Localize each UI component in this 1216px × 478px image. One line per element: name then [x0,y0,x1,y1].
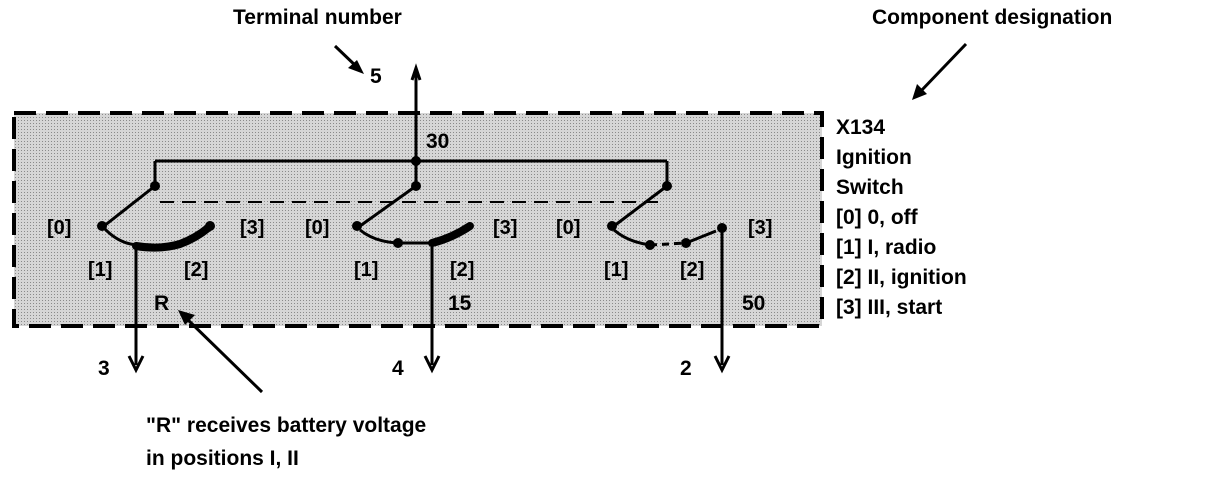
legend-item-3: [3] III, start [836,296,942,319]
legend-item-1: [1] I, radio [836,236,936,259]
deck3-pos-0: [0] [556,217,580,239]
terminal-number-arrow [333,44,364,74]
terminal-50-label: 50 [742,292,765,315]
switch-deck-1 [97,181,215,374]
r-note-arrow [178,310,264,394]
pin-4-label: 4 [392,357,404,380]
deck1-pos-0: [0] [47,217,71,239]
legend-item-0: [0] 0, off [836,206,919,229]
deck1-pos-1: [1] [88,259,112,281]
component-id: X134 [836,116,885,139]
deck2-pos-2: [2] [450,259,474,281]
deck3-pos-3: [3] [748,217,772,239]
deck1-pos-2: [2] [184,259,208,281]
r-note-line1: "R" receives battery voltage [146,414,426,437]
deck2-pos-0: [0] [305,217,329,239]
deck3-pos-2: [2] [680,259,704,281]
component-box [12,111,824,328]
component-name-line2: Switch [836,176,904,199]
terminal-30-wire [410,63,422,186]
r-note-line2: in positions I, II [146,447,299,470]
pin-3-label: 3 [98,357,110,380]
component-name-line1: Ignition [836,146,912,169]
terminal-number-label: Terminal number [233,6,402,29]
pin-5-label: 5 [370,65,382,88]
legend-item-2: [2] II, ignition [836,266,967,289]
switch-deck-2 [352,181,474,374]
terminal-30-label: 30 [426,130,449,153]
component-designation-arrow [912,42,968,100]
terminal-15-label: 15 [448,292,472,315]
deck2-pos-3: [3] [493,217,517,239]
deck1-pos-3: [3] [240,217,264,239]
deck3-pos-1: [1] [604,259,628,281]
component-designation-label: Component designation [872,6,1112,29]
switch-deck-3 [607,181,731,374]
deck2-pos-1: [1] [354,259,378,281]
terminal-r-label: R [154,292,169,315]
pin-2-label: 2 [680,357,692,380]
